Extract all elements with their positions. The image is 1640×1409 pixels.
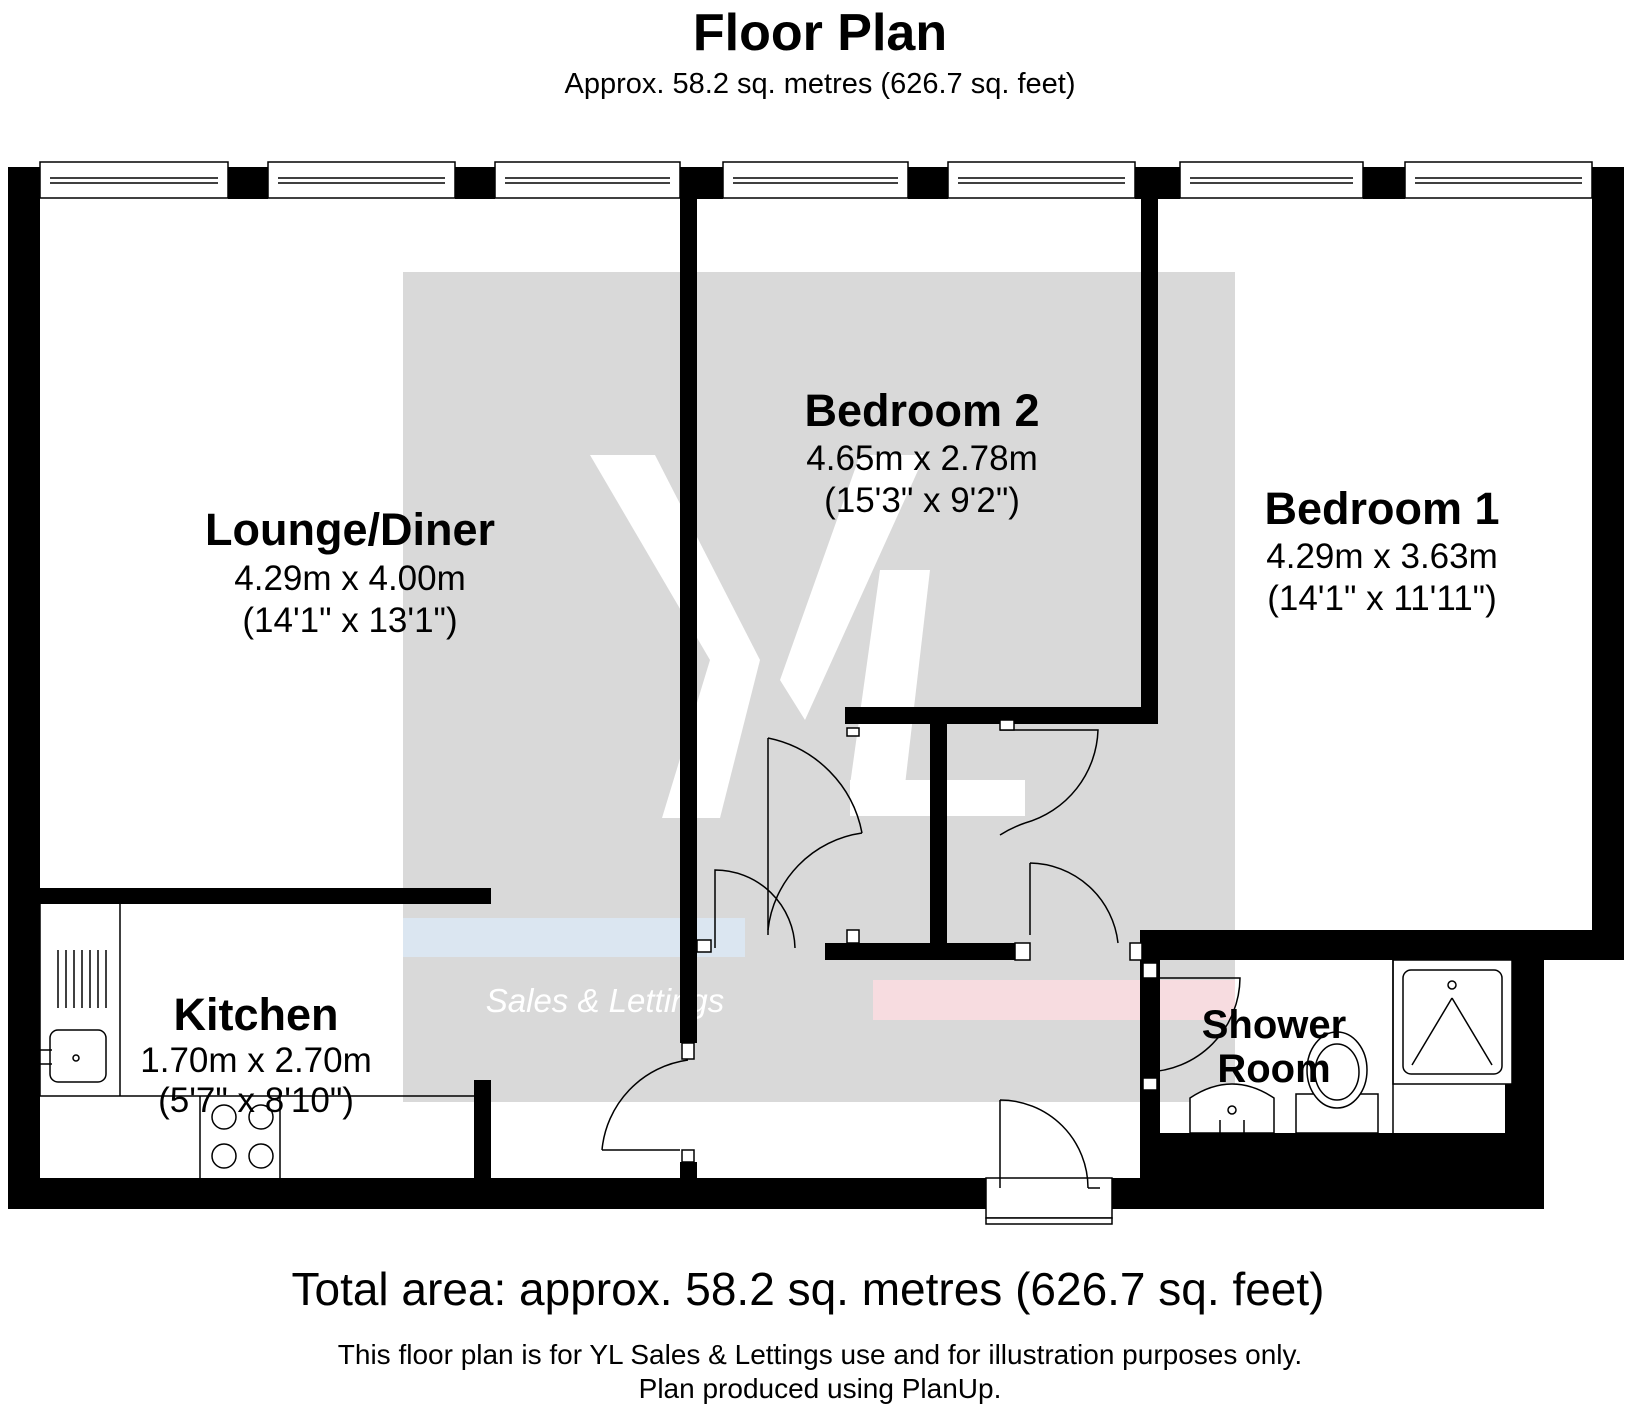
room-dimensions-imperial: (5'7" x 8'10"): [158, 1081, 354, 1120]
room-label-bedroom-2: Bedroom 2 4.65m x 2.78m (15'3" x 9'2"): [804, 385, 1039, 520]
hob: [211, 1104, 274, 1169]
room-dimensions-imperial: (14'1" x 11'11"): [1267, 579, 1497, 618]
page-subtitle: Approx. 58.2 sq. metres (626.7 sq. feet): [565, 68, 1076, 100]
wash-basin: [1189, 1083, 1275, 1135]
walls: [8, 167, 1624, 1209]
disclaimer-line-2: Plan produced using PlanUp.: [639, 1373, 1002, 1404]
room-name: Bedroom 2: [804, 385, 1039, 436]
window: [494, 161, 681, 199]
window: [722, 161, 909, 199]
room-label-lounge: Lounge/Diner 4.29m x 4.00m (14'1" x 13'1…: [205, 504, 495, 640]
room-name-line-2: Room: [1217, 1047, 1330, 1091]
shower-door: [1142, 962, 1241, 1091]
bedroom1-door: [999, 719, 1143, 961]
drainer: [57, 950, 107, 1008]
room-label-shower-room: Shower Room: [1202, 1003, 1346, 1091]
room-name: Bedroom 1: [1264, 483, 1499, 534]
room-dimensions-metric: 4.29m x 4.00m: [234, 559, 466, 598]
doors: [601, 719, 1241, 1225]
room-label-kitchen: Kitchen 1.70m x 2.70m (5'7" x 8'10"): [140, 989, 372, 1120]
fixtures: [39, 904, 1513, 1178]
room-label-bedroom-1: Bedroom 1 4.29m x 3.63m (14'1" x 11'11"): [1264, 483, 1499, 618]
window: [39, 161, 229, 199]
disclaimer-line-1: This floor plan is for YL Sales & Lettin…: [338, 1339, 1302, 1370]
room-dimensions-imperial: (15'3" x 9'2"): [824, 481, 1020, 520]
bedroom2-door: [767, 727, 863, 944]
room-dimensions-metric: 4.29m x 3.63m: [1266, 537, 1498, 576]
shower-tray: [1392, 959, 1513, 1085]
window: [1179, 161, 1364, 199]
watermark-logo: [590, 455, 1025, 818]
room-name: Kitchen: [173, 989, 338, 1040]
room-dimensions-metric: 1.70m x 2.70m: [140, 1041, 372, 1080]
kitchen-sink: [49, 1029, 107, 1083]
watermark-pink-bar: [873, 980, 1235, 1020]
windows: [39, 161, 1593, 199]
toilet: [1295, 1031, 1379, 1134]
total-area: Total area: approx. 58.2 sq. metres (626…: [291, 1263, 1324, 1315]
room-name-line-1: Shower: [1202, 1003, 1346, 1047]
room-dimensions-imperial: (14'1" x 13'1"): [242, 601, 457, 640]
watermark: Sales & Lettings: [403, 272, 1235, 1102]
room-name: Lounge/Diner: [205, 504, 495, 555]
window: [267, 161, 456, 199]
entrance-door: [985, 1099, 1113, 1225]
room-dimensions-metric: 4.65m x 2.78m: [806, 439, 1038, 478]
lounge-door: [601, 1042, 695, 1163]
page-title: Floor Plan: [693, 4, 947, 62]
window: [947, 161, 1136, 199]
window: [1404, 161, 1593, 199]
